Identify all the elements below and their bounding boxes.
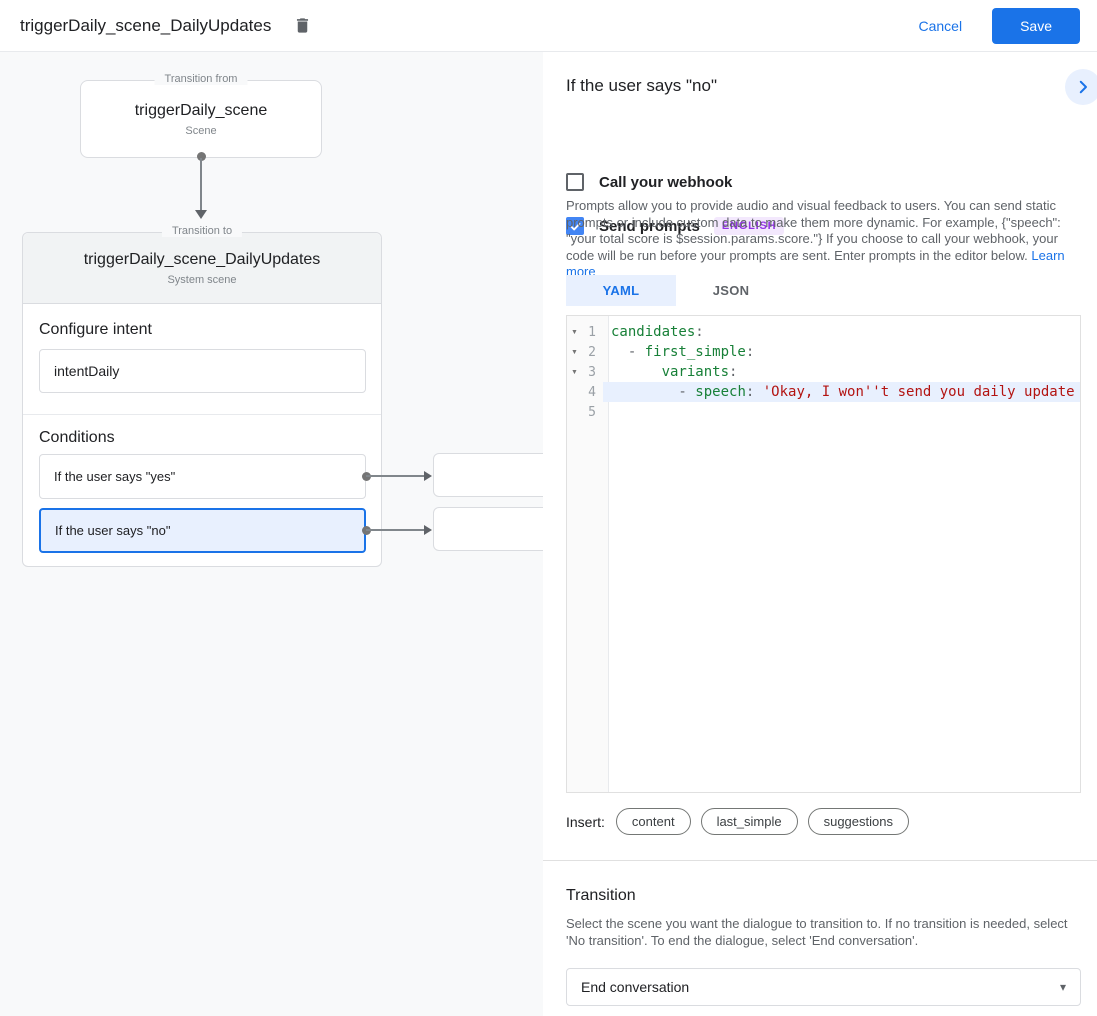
to-node-subtitle: System scene [167,273,237,286]
insert-chip-last-simple[interactable]: last_simple [700,808,798,835]
editor-line[interactable]: ▼ 2 - first_simple: [567,342,1080,362]
line-number: 4 [588,384,596,400]
node-section-divider [23,414,381,415]
prompt-code-editor[interactable]: ▼ 1 candidates: ▼ 2 - first_simple: ▼ 3 varian… [566,315,1081,793]
line-number: 1 [588,324,596,340]
connector-arrowhead-icon [424,525,432,535]
top-bar: triggerDaily_scene_DailyUpdates Cancel S… [0,0,1097,52]
call-webhook-label: Call your webhook [599,173,733,191]
send-prompts-checkbox-row[interactable]: Send prompts ENGLISH [566,217,785,235]
fold-arrow-icon[interactable]: ▼ [571,368,578,376]
condition-row-yes[interactable]: If the user says "yes" [39,454,366,499]
checkbox-unchecked-icon[interactable] [566,173,584,191]
connector-line [366,529,424,531]
transition-select[interactable]: End conversation ▾ [566,968,1081,1006]
editor-line[interactable]: ▼ 1 candidates: [567,322,1080,342]
connector-dot [197,152,206,161]
transition-from-legend: Transition from [154,73,248,85]
save-button[interactable]: Save [992,7,1080,44]
editor-line[interactable]: 4 - speech: 'Okay, I won''t send you dai… [567,382,1080,402]
dropdown-caret-icon: ▾ [1059,980,1066,994]
tab-yaml[interactable]: YAML [566,275,676,306]
fold-arrow-icon[interactable]: ▼ [571,348,578,356]
prompts-description: Prompts allow you to provide audio and v… [566,198,1082,281]
line-number: 2 [588,344,596,360]
configure-intent-label: Configure intent [39,321,152,338]
condition-target-box[interactable] [433,507,543,551]
insert-chip-content[interactable]: content [615,808,691,835]
conditions-label: Conditions [39,429,115,446]
editor-format-tabs: YAML JSON [566,275,786,306]
connector-arrowhead-icon [195,210,207,219]
tab-json[interactable]: JSON [712,283,750,298]
transition-from-node[interactable]: Transition from triggerDaily_scene Scene [80,73,322,158]
checkbox-checked-icon[interactable] [566,217,584,235]
collapse-panel-button[interactable] [1065,69,1097,105]
page-title: triggerDaily_scene_DailyUpdates [20,15,272,35]
send-prompts-label: Send prompts [599,217,700,235]
to-node-title: triggerDaily_scene_DailyUpdates [83,250,321,268]
line-number: 3 [588,364,596,380]
insert-chip-suggestions[interactable]: suggestions [807,808,909,835]
code-text: candidates: [611,324,704,340]
from-node-subtitle: Scene [185,124,217,137]
transition-heading: Transition [566,887,636,904]
editor-gutter [567,316,609,792]
intent-input[interactable]: intentDaily [39,349,366,393]
condition-detail-panel: If the user says "no" Call your webhook … [543,52,1097,1016]
fold-arrow-icon[interactable]: ▼ [571,328,578,336]
delete-scene-button[interactable] [293,15,312,36]
from-node-title: triggerDaily_scene [134,101,268,119]
condition-row-no[interactable]: If the user says "no" [39,508,366,553]
transition-to-node[interactable]: Transition to triggerDaily_scene_DailyUp… [22,225,382,567]
code-text: variants: [661,364,738,380]
transition-select-value: End conversation [581,979,690,995]
code-text: - first_simple: [611,344,755,360]
line-number: 5 [588,404,596,420]
prompts-description-text: Prompts allow you to provide audio and v… [566,198,1061,263]
insert-label: Insert: [566,813,605,830]
connector-line [366,475,424,477]
section-divider [543,860,1097,861]
code-text: - speech: 'Okay, I won''t send you daily… [603,382,1080,402]
chevron-right-icon [1074,78,1092,96]
scene-flow-canvas: Transition from triggerDaily_scene Scene… [0,52,543,1016]
transition-to-legend: Transition to [161,225,243,237]
panel-title: If the user says "no" [566,76,717,95]
code-text [603,402,1080,422]
editor-line[interactable]: 5 [567,402,1080,422]
trash-icon [293,15,312,36]
transition-description: Select the scene you want the dialogue t… [566,916,1068,948]
to-node-header: triggerDaily_scene_DailyUpdates System s… [23,233,381,304]
call-webhook-checkbox-row[interactable]: Call your webhook [566,173,732,191]
insert-chip-row: Insert: content last_simple suggestions [566,808,919,835]
language-badge: ENGLISH [713,217,785,235]
connector-arrowhead-icon [424,471,432,481]
condition-target-box[interactable] [433,453,543,497]
cancel-button[interactable]: Cancel [918,17,963,34]
connector-line [200,158,202,212]
editor-line[interactable]: ▼ 3 variants: [567,362,1080,382]
